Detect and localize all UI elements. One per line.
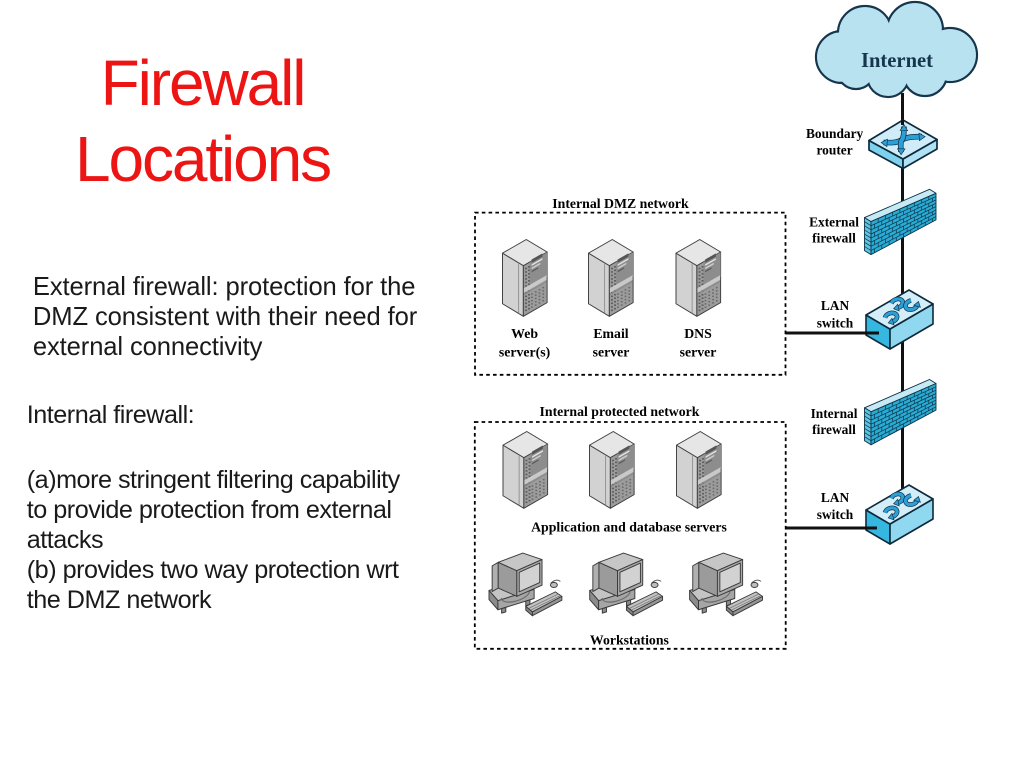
svg-text:Internal DMZ network: Internal DMZ network	[552, 196, 689, 211]
svg-text:Boundary: Boundary	[806, 126, 864, 141]
svg-text:switch: switch	[817, 507, 854, 522]
svg-text:Email: Email	[593, 326, 628, 341]
svg-text:External: External	[809, 215, 859, 230]
svg-text:DNS: DNS	[684, 326, 712, 341]
svg-text:server: server	[593, 345, 630, 360]
svg-text:Application and database serve: Application and database servers	[531, 520, 727, 535]
svg-text:Workstations: Workstations	[590, 633, 670, 648]
svg-text:switch: switch	[817, 316, 854, 331]
svg-text:server(s): server(s)	[499, 345, 550, 361]
svg-text:LAN: LAN	[821, 298, 850, 313]
svg-text:LAN: LAN	[821, 490, 850, 505]
svg-text:firewall: firewall	[812, 231, 856, 246]
svg-text:Internal protected network: Internal protected network	[540, 404, 700, 419]
svg-text:Web: Web	[511, 326, 538, 341]
svg-text:Internet: Internet	[861, 50, 933, 72]
svg-text:Internal: Internal	[811, 406, 858, 421]
svg-text:server: server	[680, 345, 717, 360]
svg-text:router: router	[816, 143, 852, 158]
svg-text:firewall: firewall	[812, 422, 856, 437]
